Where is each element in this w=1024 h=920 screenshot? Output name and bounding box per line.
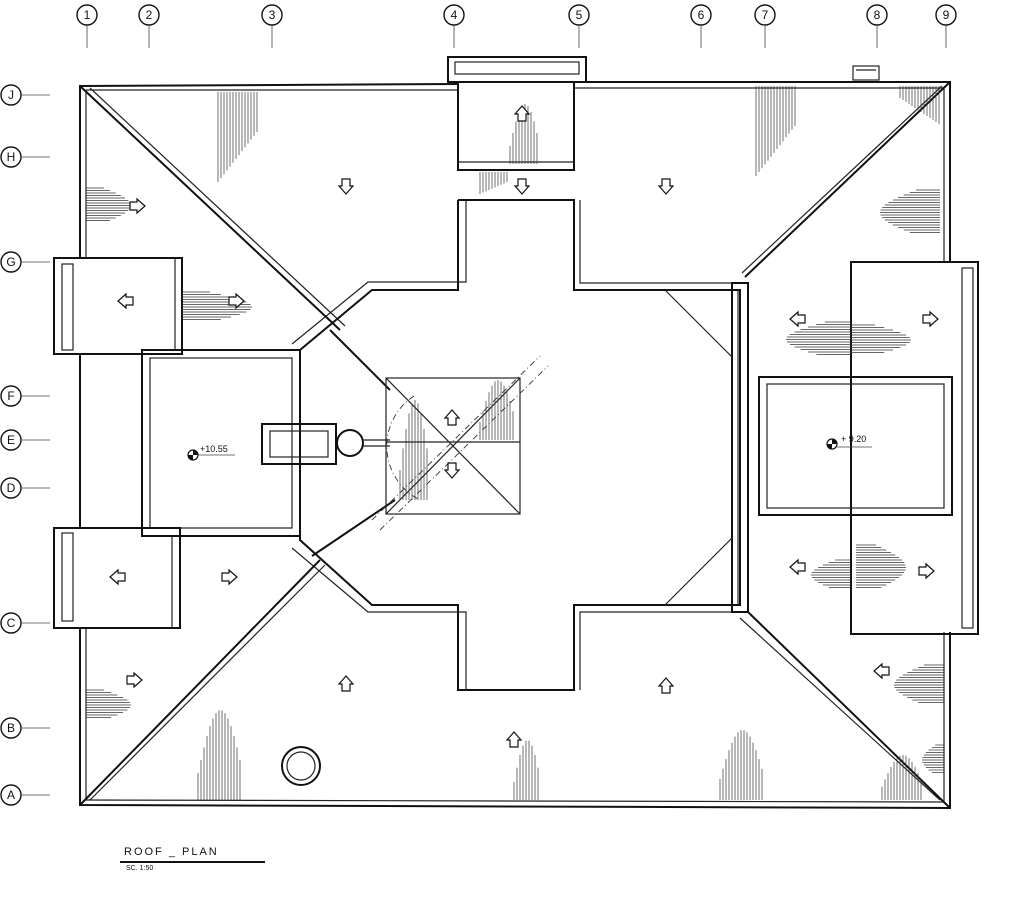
svg-text:8: 8 bbox=[874, 8, 881, 22]
left-wing-lower bbox=[53, 527, 181, 629]
column-marker-5: 5 bbox=[568, 4, 590, 48]
drainage-arrow bbox=[789, 558, 806, 576]
drainage-arrows bbox=[109, 105, 939, 748]
row-marker-A: A bbox=[0, 784, 50, 806]
svg-text:J: J bbox=[8, 88, 14, 102]
svg-text:G: G bbox=[6, 255, 15, 269]
svg-text:9: 9 bbox=[943, 8, 950, 22]
drainage-arrow bbox=[513, 105, 531, 122]
drainage-arrow bbox=[337, 675, 355, 692]
column-marker-7: 7 bbox=[754, 4, 776, 48]
svg-text:3: 3 bbox=[269, 8, 276, 22]
column-marker-6: 6 bbox=[690, 4, 712, 48]
drainage-arrow bbox=[109, 568, 126, 586]
drainage-arrow bbox=[443, 462, 461, 479]
top-gutter-box bbox=[447, 56, 587, 171]
drainage-arrow bbox=[117, 292, 134, 310]
svg-text:D: D bbox=[7, 481, 16, 495]
roof-hip-lines bbox=[79, 81, 951, 809]
column-marker-3: 3 bbox=[261, 4, 283, 48]
drainage-arrow bbox=[228, 292, 245, 310]
drainage-arrow bbox=[126, 671, 143, 689]
slope-hatching bbox=[86, 86, 944, 800]
drainage-arrow bbox=[873, 662, 890, 680]
row-marker-H: H bbox=[0, 146, 50, 168]
roof-drain bbox=[281, 746, 321, 786]
row-marker-G: G bbox=[0, 251, 50, 273]
drainage-arrow bbox=[129, 197, 146, 215]
svg-text:+10.55: +10.55 bbox=[200, 444, 228, 454]
svg-text:7: 7 bbox=[762, 8, 769, 22]
svg-text:2: 2 bbox=[146, 8, 153, 22]
drainage-arrow bbox=[513, 178, 531, 195]
svg-text:5: 5 bbox=[576, 8, 583, 22]
drawing-scale: SC. 1:50 bbox=[126, 865, 154, 872]
drainage-arrow bbox=[922, 310, 939, 328]
column-marker-9: 9 bbox=[935, 4, 957, 48]
drainage-arrow bbox=[789, 310, 806, 328]
svg-text:+ 9.20: + 9.20 bbox=[841, 434, 866, 444]
drainage-arrow bbox=[918, 562, 935, 580]
drainage-arrow bbox=[221, 568, 238, 586]
drainage-arrow bbox=[443, 409, 461, 426]
svg-text:C: C bbox=[7, 616, 16, 630]
left-wing-upper bbox=[53, 257, 183, 355]
row-marker-D: D bbox=[0, 477, 50, 499]
drainage-arrow bbox=[505, 731, 523, 748]
drawing-title: ROOF _ PLAN bbox=[124, 846, 219, 858]
row-marker-E: E bbox=[0, 429, 50, 451]
central-skylight bbox=[371, 355, 549, 531]
right-wing: + 9.20 bbox=[758, 65, 979, 635]
column-marker-1: 1 bbox=[76, 4, 98, 48]
svg-text:H: H bbox=[7, 150, 16, 164]
svg-text:6: 6 bbox=[698, 8, 705, 22]
drainage-arrow bbox=[337, 178, 355, 195]
row-marker-J: J bbox=[0, 84, 50, 106]
row-marker-B: B bbox=[0, 717, 50, 739]
column-marker-2: 2 bbox=[138, 4, 160, 48]
level-marker-right: + 9.20 bbox=[826, 434, 872, 450]
svg-text:1: 1 bbox=[84, 8, 91, 22]
row-marker-F: F bbox=[0, 385, 50, 407]
level-marker-left: +10.55 bbox=[187, 444, 235, 461]
svg-text:B: B bbox=[7, 721, 15, 735]
row-grid-markers: J H G F E D C B bbox=[0, 84, 50, 806]
svg-text:E: E bbox=[7, 433, 15, 447]
svg-text:A: A bbox=[7, 788, 15, 802]
svg-text:4: 4 bbox=[451, 8, 458, 22]
column-marker-8: 8 bbox=[866, 4, 888, 48]
left-raised-roof: +10.55 bbox=[141, 349, 390, 537]
central-courtyard bbox=[291, 199, 749, 691]
drainage-arrow bbox=[657, 677, 675, 694]
drainage-arrow bbox=[657, 178, 675, 195]
row-marker-C: C bbox=[0, 612, 50, 634]
title-underline bbox=[120, 861, 265, 863]
svg-text:F: F bbox=[7, 389, 14, 403]
column-marker-4: 4 bbox=[443, 4, 465, 48]
column-grid-markers: 1 2 3 4 5 6 7 8 bbox=[76, 4, 957, 48]
